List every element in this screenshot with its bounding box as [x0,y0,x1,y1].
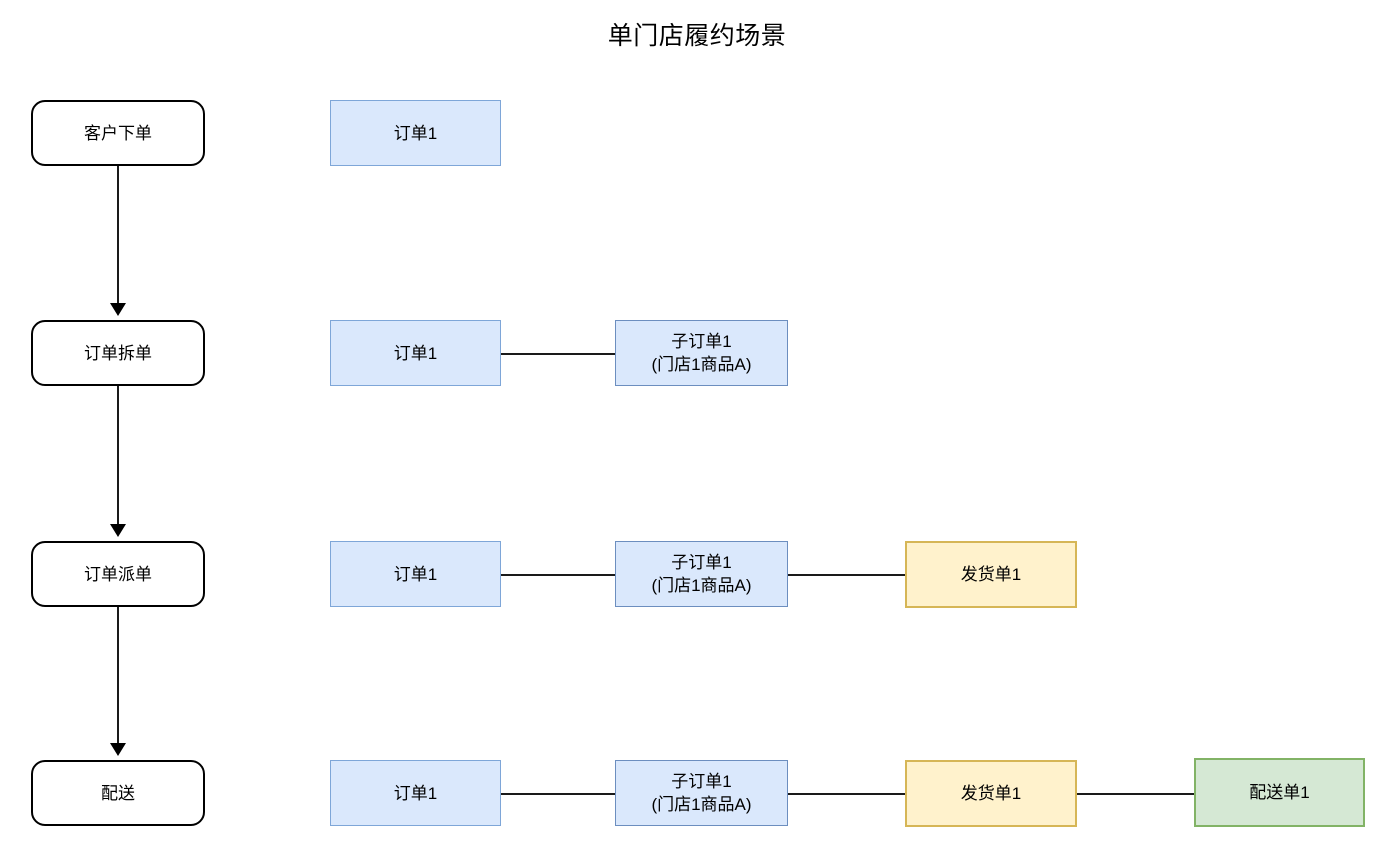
node-order-row3[interactable]: 订单1 [330,541,501,607]
node-order-row1[interactable]: 订单1 [330,100,501,166]
stage-connector-3-4 [117,607,119,743]
page-title: 单门店履约场景 [607,22,787,50]
node-suborder-row4[interactable]: 子订单1 (门店1商品A) [615,760,788,826]
node-label: 订单1 [393,783,438,803]
node-shipment-row4[interactable]: 发货单1 [905,760,1077,827]
stage-node-customer-order[interactable]: 客户下单 [31,100,205,166]
node-label: 发货单1 [960,784,1022,803]
link-order-suborder-row2 [501,353,615,355]
node-label: 子订单1 (门店1商品A) [651,772,752,814]
stage-connector-1-2 [117,166,119,303]
stage-node-order-split[interactable]: 订单拆单 [31,320,205,386]
node-label: 配送单1 [1249,783,1310,802]
node-delivery-row4[interactable]: 配送单1 [1194,758,1365,827]
link-order-suborder-row3 [501,574,615,576]
node-order-row2[interactable]: 订单1 [330,320,501,386]
node-label: 订单1 [393,343,438,363]
link-suborder-shipment-row4 [788,793,905,795]
node-label: 发货单1 [960,565,1022,584]
node-suborder-row3[interactable]: 子订单1 (门店1商品A) [615,541,788,607]
stage-label: 订单拆单 [84,343,152,363]
stage-label: 客户下单 [84,123,152,143]
node-suborder-row2[interactable]: 子订单1 (门店1商品A) [615,320,788,386]
stage-connector-2-3 [117,386,119,524]
stage-arrowhead-2-3 [110,524,126,537]
stage-label: 订单派单 [84,564,152,584]
node-shipment-row3[interactable]: 发货单1 [905,541,1077,608]
stage-arrowhead-1-2 [110,303,126,316]
node-label: 订单1 [393,123,438,143]
stage-arrowhead-3-4 [110,743,126,756]
node-label: 订单1 [393,564,438,584]
link-order-suborder-row4 [501,793,615,795]
link-shipment-delivery-row4 [1077,793,1194,795]
node-label: 子订单1 (门店1商品A) [651,332,752,374]
stage-label: 配送 [101,783,135,803]
node-order-row4[interactable]: 订单1 [330,760,501,826]
stage-node-order-dispatch[interactable]: 订单派单 [31,541,205,607]
stage-node-delivery[interactable]: 配送 [31,760,205,826]
link-suborder-shipment-row3 [788,574,905,576]
node-label: 子订单1 (门店1商品A) [651,553,752,595]
